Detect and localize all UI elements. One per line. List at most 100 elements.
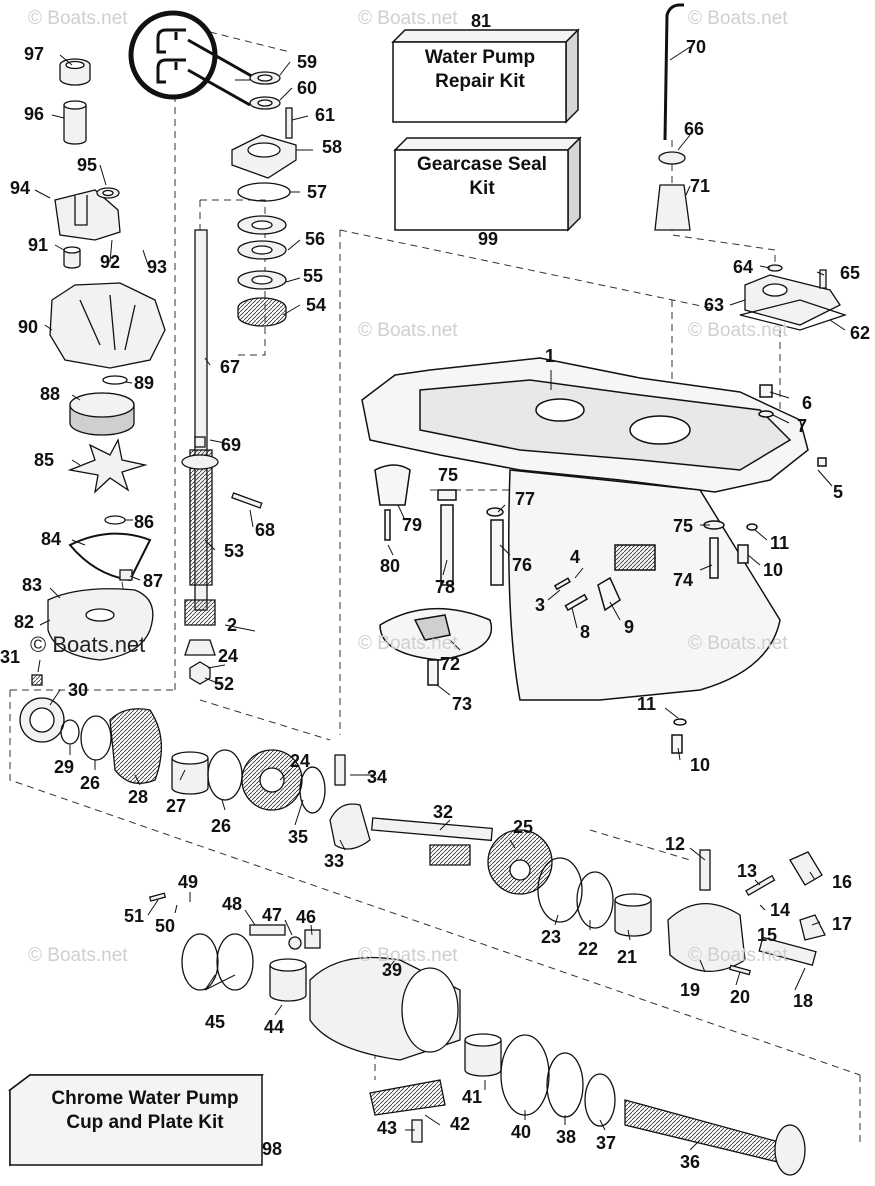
part-31[interactable]: 31 — [0, 647, 21, 667]
part-15[interactable]: 15 — [757, 925, 778, 945]
part-44[interactable]: 44 — [264, 1017, 285, 1037]
part-88[interactable]: 88 — [40, 384, 61, 404]
part-71[interactable]: 71 — [690, 176, 711, 196]
part-3[interactable]: 3 — [535, 595, 546, 615]
part-89[interactable]: 89 — [134, 373, 155, 393]
part-73[interactable]: 73 — [452, 694, 473, 714]
part-51[interactable]: 51 — [124, 906, 145, 926]
part-52[interactable]: 52 — [214, 674, 235, 694]
part-45[interactable]: 45 — [205, 1012, 226, 1032]
part-91[interactable]: 91 — [28, 235, 49, 255]
part-2[interactable]: 2 — [227, 615, 238, 635]
part-82[interactable]: 82 — [14, 612, 35, 632]
part-27[interactable]: 27 — [166, 796, 187, 816]
part-93[interactable]: 93 — [147, 257, 168, 277]
part-23[interactable]: 23 — [541, 927, 562, 947]
part-63[interactable]: 63 — [704, 295, 725, 315]
part-28[interactable]: 28 — [128, 787, 149, 807]
part-35[interactable]: 35 — [288, 827, 309, 847]
part-69[interactable]: 69 — [221, 435, 242, 455]
part-7[interactable]: 7 — [797, 416, 808, 436]
part-43[interactable]: 43 — [377, 1118, 398, 1138]
part-53[interactable]: 53 — [224, 541, 245, 561]
water-pump-kit-label[interactable]: Water Pump Repair Kit — [400, 46, 560, 94]
part-42[interactable]: 42 — [450, 1114, 471, 1134]
part-67[interactable]: 67 — [220, 357, 241, 377]
part-4[interactable]: 4 — [570, 547, 581, 567]
part-75[interactable]: 75 — [438, 465, 459, 485]
part-24[interactable]: 24 — [218, 646, 239, 666]
part-68[interactable]: 68 — [255, 520, 276, 540]
part-60[interactable]: 60 — [297, 78, 318, 98]
part-33[interactable]: 33 — [324, 851, 345, 871]
part-21[interactable]: 21 — [617, 947, 638, 967]
part-18[interactable]: 18 — [793, 991, 814, 1011]
part-86[interactable]: 86 — [134, 512, 155, 532]
part-11[interactable]: 11 — [770, 533, 790, 553]
part-78[interactable]: 78 — [435, 577, 456, 597]
part-70[interactable]: 70 — [686, 37, 707, 57]
part-19[interactable]: 19 — [680, 980, 701, 1000]
part-24[interactable]: 24 — [290, 751, 311, 771]
part-22[interactable]: 22 — [578, 939, 599, 959]
part-6[interactable]: 6 — [802, 393, 813, 413]
chrome-pump-kit-box[interactable] — [7, 1073, 265, 1167]
part-26[interactable]: 26 — [211, 816, 232, 836]
part-47[interactable]: 47 — [262, 905, 283, 925]
part-56[interactable]: 56 — [305, 229, 326, 249]
part-40[interactable]: 40 — [511, 1122, 532, 1142]
part-5[interactable]: 5 — [833, 482, 844, 502]
part-46[interactable]: 46 — [296, 907, 317, 927]
part-32[interactable]: 32 — [433, 802, 454, 822]
part-95[interactable]: 95 — [77, 155, 98, 175]
part-79[interactable]: 79 — [402, 515, 423, 535]
part-34[interactable]: 34 — [367, 767, 388, 787]
part-90[interactable]: 90 — [18, 317, 39, 337]
part-50[interactable]: 50 — [155, 916, 176, 936]
part-39[interactable]: 39 — [382, 960, 403, 980]
part-98[interactable]: 98 — [262, 1139, 283, 1159]
part-54[interactable]: 54 — [306, 295, 327, 315]
part-11[interactable]: 11 — [637, 694, 657, 714]
gearcase-seal-kit-label[interactable]: Gearcase Seal Kit — [402, 153, 562, 201]
part-64[interactable]: 64 — [733, 257, 754, 277]
part-96[interactable]: 96 — [24, 104, 45, 124]
part-94[interactable]: 94 — [10, 178, 31, 198]
part-59[interactable]: 59 — [297, 52, 318, 72]
part-92[interactable]: 92 — [100, 252, 121, 272]
part-99[interactable]: 99 — [478, 229, 499, 249]
part-9[interactable]: 9 — [624, 617, 635, 637]
part-62[interactable]: 62 — [850, 323, 871, 343]
part-55[interactable]: 55 — [303, 266, 324, 286]
part-14[interactable]: 14 — [770, 900, 791, 920]
part-36[interactable]: 36 — [680, 1152, 701, 1172]
part-26[interactable]: 26 — [80, 773, 101, 793]
part-41[interactable]: 41 — [462, 1087, 483, 1107]
part-8[interactable]: 8 — [580, 622, 591, 642]
part-76[interactable]: 76 — [512, 555, 533, 575]
part-37[interactable]: 37 — [596, 1133, 617, 1153]
part-85[interactable]: 85 — [34, 450, 55, 470]
part-87[interactable]: 87 — [143, 571, 164, 591]
part-58[interactable]: 58 — [322, 137, 343, 157]
part-77[interactable]: 77 — [515, 489, 536, 509]
chrome-pump-kit-label[interactable]: Chrome Water Pump Cup and Plate Kit — [30, 1087, 260, 1135]
part-17[interactable]: 17 — [832, 914, 853, 934]
part-84[interactable]: 84 — [41, 529, 62, 549]
part-12[interactable]: 12 — [665, 834, 686, 854]
part-74[interactable]: 74 — [673, 570, 694, 590]
part-97[interactable]: 97 — [24, 44, 45, 64]
part-57[interactable]: 57 — [307, 182, 328, 202]
part-10[interactable]: 10 — [690, 755, 711, 775]
part-49[interactable]: 49 — [178, 872, 199, 892]
part-30[interactable]: 30 — [68, 680, 89, 700]
part-10[interactable]: 10 — [763, 560, 784, 580]
part-61[interactable]: 61 — [315, 105, 336, 125]
part-65[interactable]: 65 — [840, 263, 861, 283]
gearcase-seal-kit-box[interactable] — [393, 136, 582, 232]
part-66[interactable]: 66 — [684, 119, 705, 139]
water-pump-kit-box[interactable] — [391, 28, 580, 124]
part-20[interactable]: 20 — [730, 987, 751, 1007]
part-80[interactable]: 80 — [380, 556, 401, 576]
part-72[interactable]: 72 — [440, 654, 461, 674]
